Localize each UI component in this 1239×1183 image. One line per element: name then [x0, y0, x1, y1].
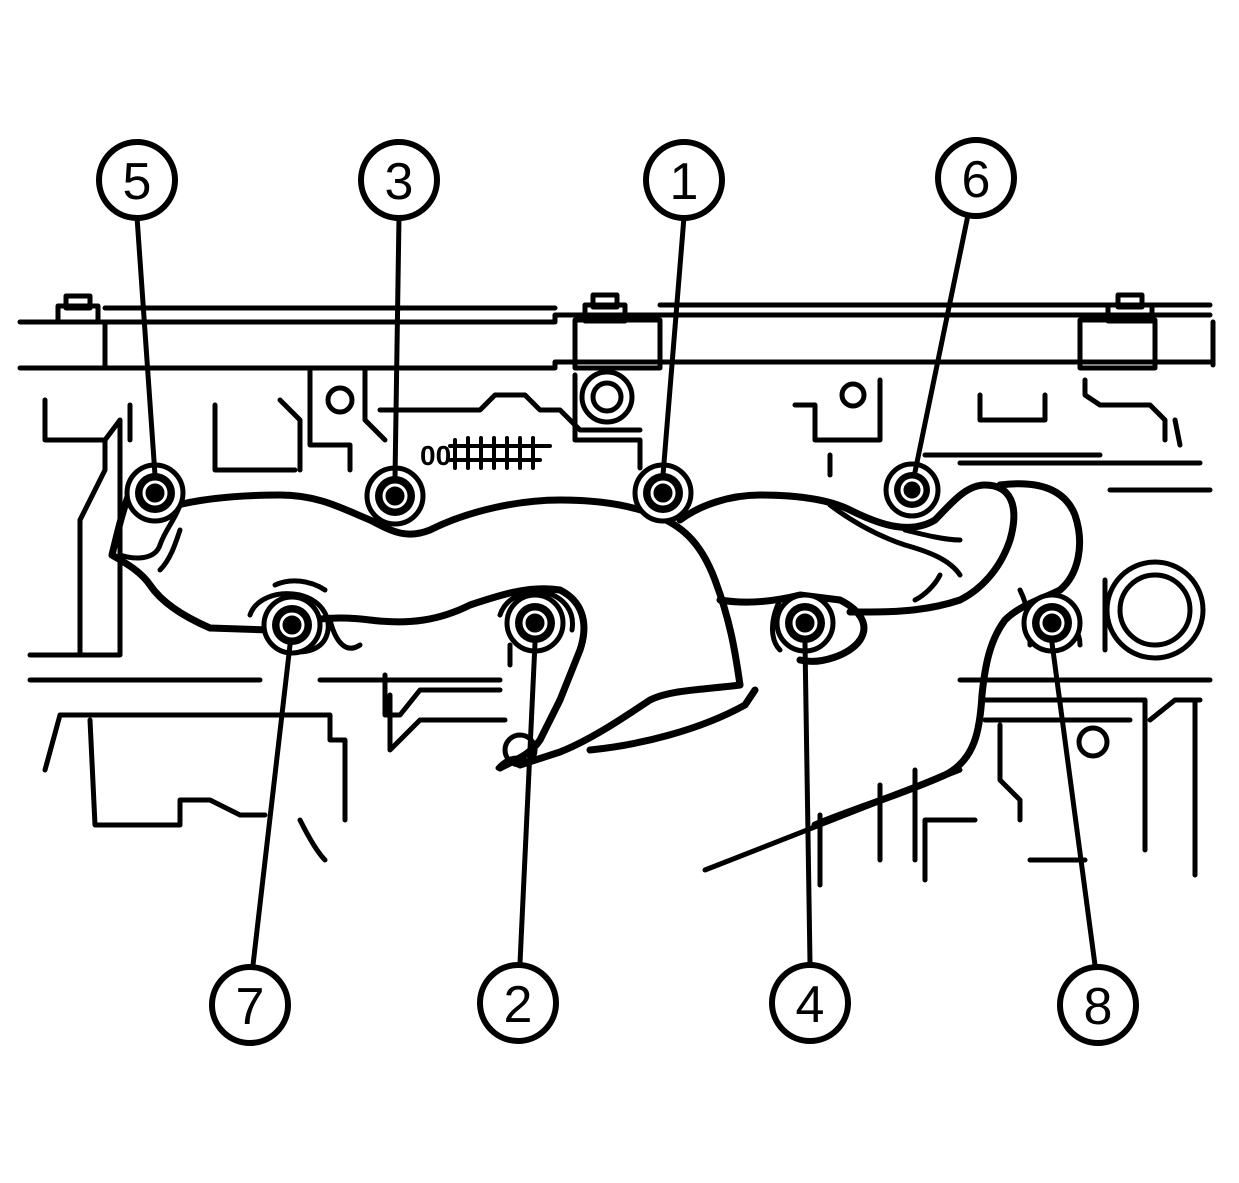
callout-3: 3	[358, 139, 440, 221]
callout-2: 2	[477, 962, 559, 1044]
leader-3	[392, 214, 402, 481]
bolt-2	[504, 592, 566, 654]
callout-8: 8	[1057, 964, 1139, 1046]
head-bolt-boss-right	[1077, 292, 1158, 371]
leader-1	[660, 214, 687, 478]
svg-text:2: 2	[504, 976, 533, 1034]
head-bolt-boss-center	[572, 292, 663, 371]
cylinder-head-outline: 00	[17, 292, 1216, 888]
leader-4	[802, 640, 813, 966]
leader-5	[134, 214, 158, 478]
leader-2	[517, 640, 538, 966]
leader-lines	[134, 212, 1098, 968]
callout-5: 5	[96, 139, 178, 221]
callout-7: 7	[209, 964, 291, 1046]
svg-text:5: 5	[123, 153, 152, 211]
leader-7	[250, 642, 293, 968]
exhaust-manifold	[108, 476, 1084, 829]
bolt-6	[883, 461, 941, 519]
bolt-5	[124, 462, 186, 524]
svg-text:3: 3	[385, 153, 414, 211]
svg-text:8: 8	[1084, 978, 1113, 1036]
svg-text:6: 6	[962, 151, 991, 209]
bolt-8	[1021, 592, 1083, 654]
callout-1: 1	[643, 139, 725, 221]
svg-text:7: 7	[236, 978, 265, 1036]
casting-mark: 00	[420, 436, 552, 471]
bolt-3	[364, 465, 426, 527]
callout-4: 4	[769, 962, 851, 1044]
leader-6	[912, 212, 971, 475]
leader-8	[1049, 640, 1098, 968]
svg-text:1: 1	[670, 153, 699, 211]
bolt-7	[261, 594, 323, 656]
callout-6: 6	[935, 137, 1017, 219]
head-bolt-boss-left	[55, 293, 108, 371]
svg-text:4: 4	[796, 976, 825, 1034]
bolt-1	[632, 462, 694, 524]
svg-text:00: 00	[420, 440, 451, 471]
